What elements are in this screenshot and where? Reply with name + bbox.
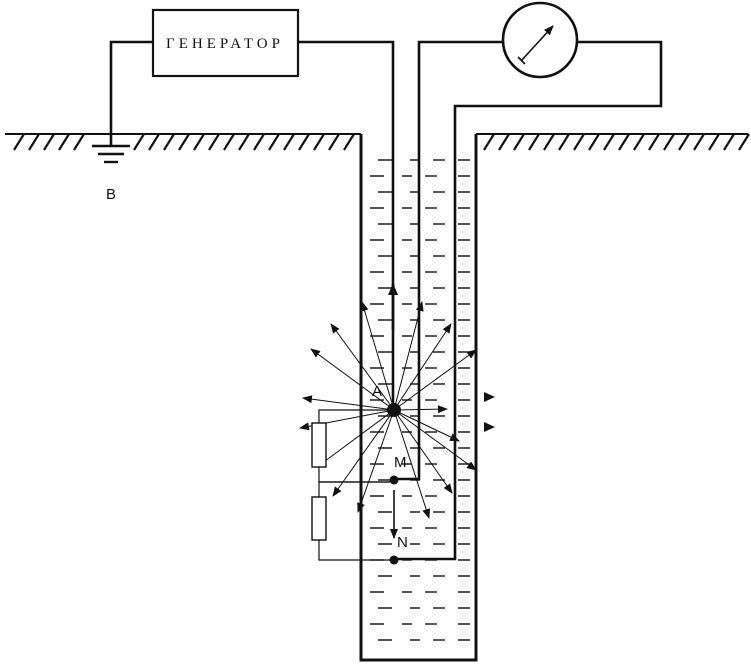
electrode-a-label: A: [372, 383, 382, 400]
resistor-lower: [311, 496, 327, 541]
current-ray: [393, 323, 452, 411]
ground-hatch: [573, 133, 585, 151]
generator-label: ГЕНЕРАТОР: [166, 36, 284, 52]
current-ray: [393, 409, 477, 471]
current-ray: [357, 409, 395, 513]
ground-hatch: [73, 133, 85, 151]
ground-hatch: [268, 133, 280, 151]
current-ray: [360, 301, 395, 411]
measurement-circuit: [394, 40, 663, 561]
ground-hatch: [148, 133, 160, 151]
ground-hatch: [633, 133, 645, 151]
ground-hatch: [513, 133, 525, 151]
ground-hatch: [343, 133, 355, 151]
generator-box: [151, 8, 300, 78]
ground-hatch: [558, 133, 570, 151]
ground-hatch: [528, 133, 540, 151]
ground-hatch: [193, 133, 205, 151]
current-ray: [316, 409, 395, 468]
ground-hatch: [178, 133, 190, 151]
ground-hatch: [708, 133, 720, 151]
ground-hatch: [253, 133, 265, 151]
ground-hatch: [498, 133, 510, 151]
current-ray: [330, 323, 395, 411]
current-ray: [393, 409, 460, 442]
wall-arrow: [484, 392, 495, 402]
ground-hatch: [238, 133, 250, 151]
ground-hatch: [28, 133, 40, 151]
ground-hatch: [298, 133, 310, 151]
ground-hatch: [223, 133, 235, 151]
generator-circuit: [109, 40, 395, 408]
ground-electrode-label: B: [106, 186, 116, 203]
ground-hatch: [58, 133, 70, 151]
ground-hatch: [588, 133, 600, 151]
ground-hatch: [723, 133, 735, 151]
ground-hatch: [483, 133, 495, 151]
ground-hatch: [543, 133, 555, 151]
ground-icon: [92, 144, 130, 164]
ground-hatch: [163, 133, 175, 151]
ground-hatch: [13, 133, 25, 151]
current-ray: [393, 301, 424, 411]
wall-current-arrows: [484, 392, 495, 432]
electrode-n-label: N: [397, 534, 408, 551]
ground-hatch: [328, 133, 340, 151]
current-ray: [302, 395, 395, 411]
current-ray: [393, 409, 431, 519]
wall-arrow: [484, 422, 495, 432]
meter-icon: [501, 1, 579, 79]
current-ray: [332, 409, 395, 497]
ground-hatch: [603, 133, 615, 151]
ground-hatch: [663, 133, 675, 151]
ground-hatch: [313, 133, 325, 151]
electrode-a: [387, 403, 401, 417]
ground-surface: [5, 133, 750, 151]
ground-hatch: [208, 133, 220, 151]
electrode-n: [389, 555, 399, 565]
current-ray: [393, 409, 453, 494]
current-ray: [310, 348, 395, 411]
resistor-upper: [311, 422, 327, 468]
ground-hatch: [678, 133, 690, 151]
borehole: [359, 134, 478, 662]
generator: ГЕНЕРАТОР: [151, 8, 300, 78]
ground-hatch: [283, 133, 295, 151]
ground-hatch: [648, 133, 660, 151]
electrode-m-label: M: [394, 454, 407, 471]
current-ray: [393, 349, 477, 411]
ground-hatch: [738, 133, 750, 151]
electrode-m: [389, 475, 399, 485]
ground-hatch: [693, 133, 705, 151]
ground-hatch: [133, 133, 145, 151]
current-ray: [393, 405, 448, 414]
ground-hatch: [43, 133, 55, 151]
ground-hatch: [618, 133, 630, 151]
resistor-network: [311, 409, 390, 561]
